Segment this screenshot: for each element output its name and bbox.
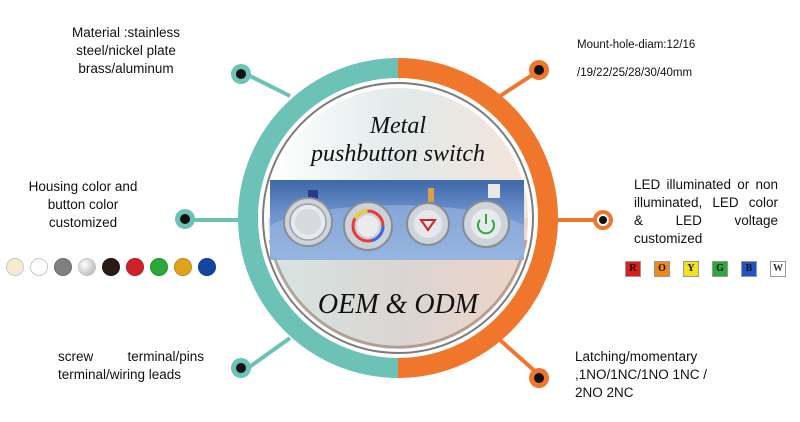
title-pushbutton-switch: pushbutton switch [310,141,485,167]
color-swatch [54,258,72,276]
color-swatch [126,258,144,276]
feature-material: Material :stainless steel/nickel plate b… [71,25,181,76]
feature-mount-line1: Mount-hole-diam:12/16 [577,39,696,51]
connector-latching [498,338,539,375]
feature-terminals: screw terminal/pins terminal/wiring lead… [58,349,204,382]
ring-orange [397,58,558,378]
ring-teal [238,58,399,378]
led-color-box: W [770,261,786,277]
title-metal: Metal [370,113,426,139]
subtitle-oem-odm: OEM & ODM [317,289,479,320]
product-photo-banner [270,180,524,260]
led-color-box: O [654,261,670,277]
led-color-box: B [741,261,757,277]
color-swatch [78,258,96,276]
ring-inner-line [262,82,534,354]
feature-latching: Latching/momentary ,1NO/1NC/1NO 1NC / 2N… [575,349,708,400]
feature-mount-line2: /19/22/25/28/30/40mm [577,67,693,79]
color-swatch [102,258,120,276]
led-color-box: G [712,261,728,277]
led-color-box: Y [683,261,699,277]
color-swatch [150,258,168,276]
ring-shadow-bottom [268,239,528,349]
color-swatch [174,258,192,276]
connector-dots [175,60,613,388]
connector-terminals [246,336,292,370]
pushbutton-flat-icon [283,190,333,247]
pushbutton-symbol-icon [406,188,450,246]
pushbutton-ring-led-icon [343,201,393,251]
color-swatch [198,258,216,276]
color-swatch [30,258,48,276]
led-color-box: R [625,261,641,277]
feature-led: LED illuminated or non illuminated, LED … [634,177,778,246]
feature-housing: Housing color and button color customize… [28,179,138,230]
color-swatch [6,258,24,276]
pushbutton-power-icon [462,184,510,248]
connector-material [247,73,291,98]
